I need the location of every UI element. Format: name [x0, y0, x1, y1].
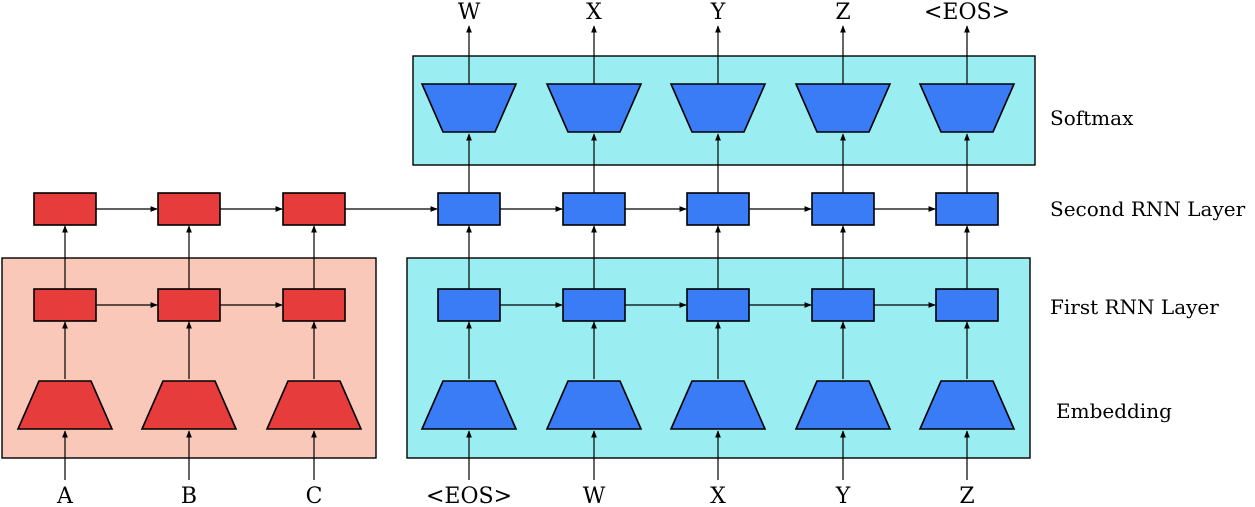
decoder-embedding-node — [918, 380, 1016, 430]
encoder-rnn2-node — [282, 192, 346, 226]
encoder-embedding-node — [140, 380, 238, 430]
decoder-embedding-node — [420, 380, 518, 430]
decoder-rnn2-node — [562, 192, 626, 226]
decoder-softmax-node — [794, 83, 892, 133]
embedding-layer-label: Embedding — [1056, 399, 1172, 423]
decoder-output-token: Z — [835, 0, 850, 25]
decoder-softmax-node — [669, 83, 767, 133]
encoder-embedding-node — [265, 380, 363, 430]
decoder-rnn1-node — [686, 288, 750, 322]
encoder-rnn1-node — [157, 288, 221, 322]
decoder-output-token: Y — [710, 0, 726, 25]
decoder-softmax-node — [420, 83, 518, 133]
decoder-input-token: Y — [835, 484, 851, 507]
second-rnn-layer-label: Second RNN Layer — [1050, 197, 1246, 221]
encoder-rnn1-node — [282, 288, 346, 322]
encoder-rnn2-node — [157, 192, 221, 226]
decoder-rnn2-node — [811, 192, 875, 226]
encoder-input-token: C — [306, 484, 323, 507]
diagram-nodes — [16, 83, 1016, 430]
decoder-input-token: X — [710, 484, 726, 507]
first-rnn-layer-label: First RNN Layer — [1050, 295, 1219, 319]
decoder-embedding-node — [545, 380, 643, 430]
decoder-rnn1-node — [437, 288, 501, 322]
decoder-embedding-node — [794, 380, 892, 430]
decoder-output-token: X — [586, 0, 602, 25]
decoder-embedding-node — [669, 380, 767, 430]
token-labels: A B C <EOS> W W X X Y Y Z Z <EOS> — [56, 0, 1010, 507]
decoder-input-token: W — [583, 484, 606, 507]
connection-arrows — [62, 25, 970, 480]
decoder-input-token: <EOS> — [426, 484, 512, 507]
decoder-softmax-node — [545, 83, 643, 133]
encoder-rnn2-node — [33, 192, 97, 226]
decoder-output-token: <EOS> — [924, 0, 1010, 25]
decoder-rnn1-node — [935, 288, 999, 322]
decoder-input-token: Z — [959, 484, 974, 507]
decoder-rnn2-node — [686, 192, 750, 226]
decoder-softmax-node — [918, 83, 1016, 133]
decoder-rnn2-node — [437, 192, 501, 226]
decoder-output-token: W — [458, 0, 481, 25]
encoder-input-token: B — [181, 484, 197, 507]
softmax-layer-label: Softmax — [1050, 106, 1134, 130]
decoder-rnn2-node — [935, 192, 999, 226]
encoder-input-token: A — [56, 484, 74, 507]
encoder-rnn1-node — [33, 288, 97, 322]
encoder-embedding-node — [16, 380, 114, 430]
decoder-rnn1-node — [811, 288, 875, 322]
decoder-rnn1-node — [562, 288, 626, 322]
